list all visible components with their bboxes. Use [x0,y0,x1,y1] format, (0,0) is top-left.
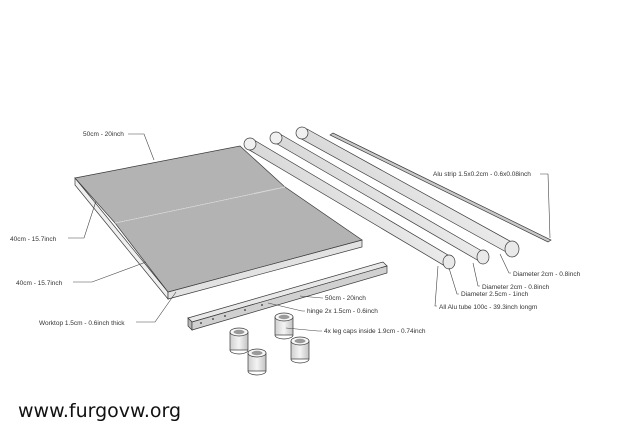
alu-tubes [243,126,520,270]
leg-cap-3 [290,336,310,364]
label-worktop: Worktop 1.5cm - 0.6inch thick [39,320,125,327]
alu-tube-3 [295,126,520,258]
leader-lines [68,133,551,332]
label-hinge-length: 50cm - 20inch [325,295,366,302]
alu-strip [329,132,552,243]
hinge-side-face [191,265,388,331]
label-alu-strip: Alu strip 1.5x0.2cm - 0.6x0.08inch [433,171,531,178]
leg-caps [229,312,310,376]
alu-tube-1 [243,137,456,270]
labels: 50cm - 20inch 40cm - 15.7inch 40cm - 15.… [10,131,581,335]
leg-cap-2 [274,312,294,340]
hinge-holes [200,304,263,324]
alu-tube-2 [269,131,490,265]
label-left-depth-lower: 40cm - 15.7inch [16,280,63,287]
label-diameter-1: Diameter 2cm - 0.8inch [513,271,581,278]
label-alu-tube: All Alu tube 100c - 39.3inch longm [439,304,537,311]
leg-cap-4 [247,348,267,376]
label-left-depth-upper: 40cm - 15.7inch [10,236,57,243]
label-diameter-3: Diameter 2.5cm - 1inch [461,291,529,298]
watermark: www.furgovw.org [18,400,181,422]
worktop [74,145,363,300]
label-top-width: 50cm - 20inch [83,131,124,138]
label-diameter-2: Diameter 2cm - 0.8inch [482,284,550,291]
hinge [187,261,388,331]
label-hinge: hinge 2x 1.5cm - 0.6inch [307,308,378,315]
label-leg-caps: 4x leg caps inside 1.9cm - 0.74inch [324,328,426,335]
leg-cap-1 [229,327,249,355]
